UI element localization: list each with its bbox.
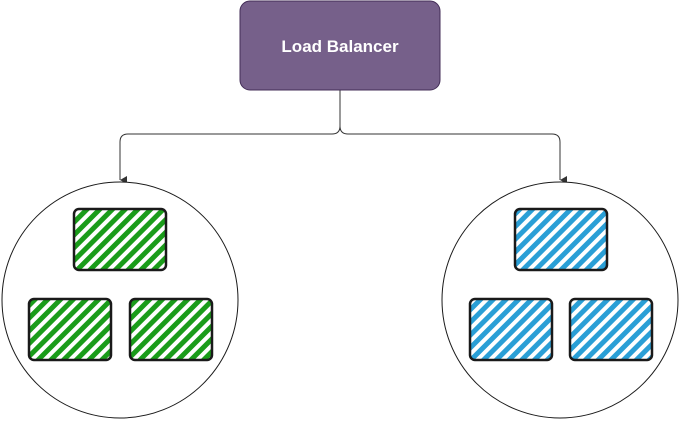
cluster-right-node-bottom-right bbox=[568, 297, 654, 362]
connector-left bbox=[119, 90, 341, 184]
cluster-right-node-bottom-left bbox=[468, 297, 554, 362]
cluster-left-node-bottom-right bbox=[128, 297, 214, 362]
cluster-left-node-bottom-left bbox=[27, 297, 113, 362]
load-balancer-shape bbox=[239, 0, 441, 91]
load-balancer-box: Load Balancer bbox=[239, 0, 441, 91]
connectors bbox=[119, 90, 567, 184]
cluster-left bbox=[1, 181, 239, 419]
cluster-left-node-top bbox=[72, 207, 168, 272]
cluster-right-node-top bbox=[513, 207, 609, 272]
connector-right bbox=[339, 125, 567, 184]
cluster-right bbox=[441, 181, 679, 419]
load-balancer-label: Load Balancer bbox=[281, 37, 399, 56]
